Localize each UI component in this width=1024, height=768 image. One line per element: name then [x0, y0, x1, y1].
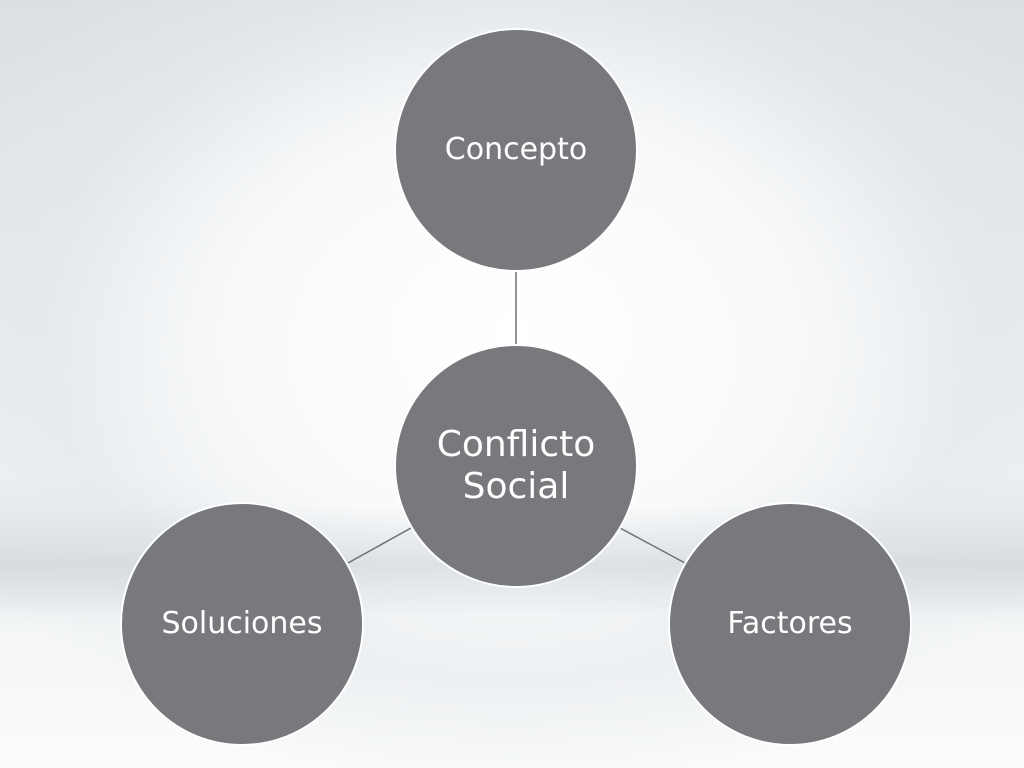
node-right-circle [668, 502, 912, 746]
center-node-label-line1: Conflicto [436, 424, 596, 465]
connector-right [619, 527, 686, 564]
node-top-label: Concepto [444, 132, 588, 167]
node-right-label: Factores [727, 606, 853, 641]
node-left-circle [120, 502, 364, 746]
node-top-circle [394, 28, 638, 272]
center-node-label-line2: Social [462, 466, 570, 507]
center-node-label: Conflicto Social [396, 424, 636, 508]
node-left-label: Soluciones [161, 606, 323, 641]
center-node-circle [394, 344, 638, 588]
connector-left [347, 527, 412, 564]
